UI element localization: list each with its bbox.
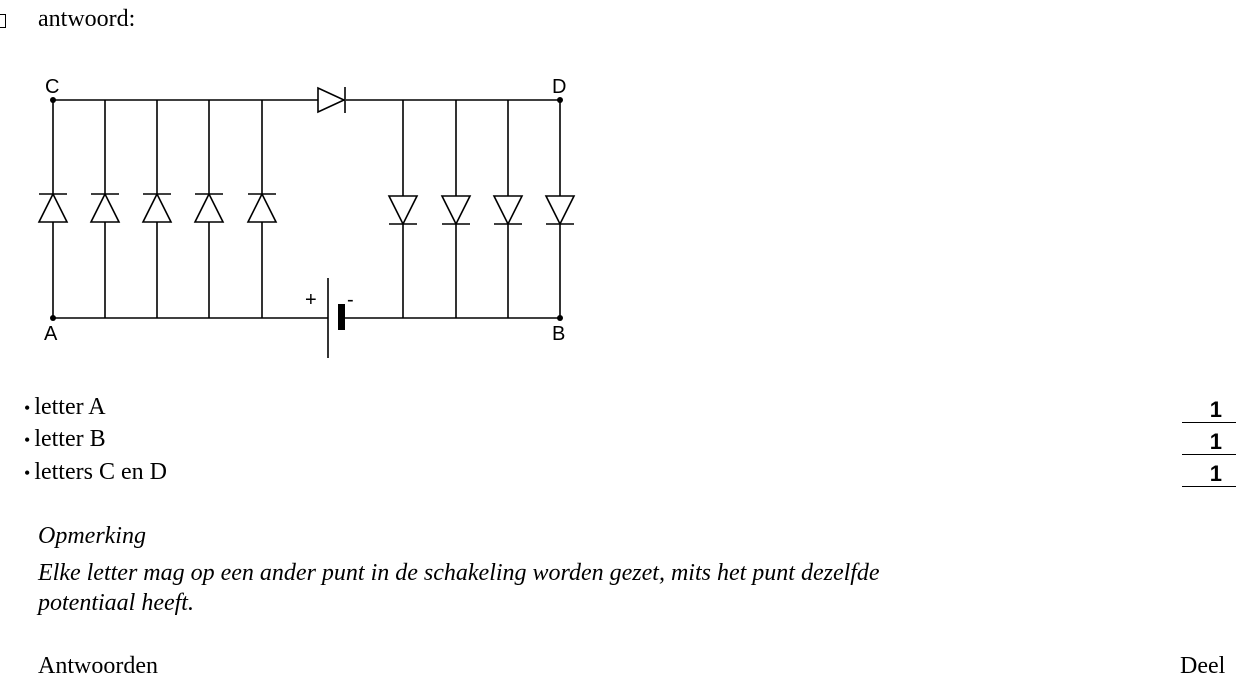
node-a-dot: [50, 315, 56, 321]
node-label-b: B: [552, 323, 565, 345]
diode-right-1-icon: [387, 195, 419, 226]
answer-checkbox[interactable]: [0, 14, 6, 28]
criterion-item: •letters C en D: [24, 459, 167, 485]
criterion-score: 1: [1182, 461, 1236, 487]
footer-left: Antwoorden: [38, 653, 158, 679]
diode-left-3-icon: [141, 192, 173, 223]
series-diode-icon: [317, 86, 346, 114]
diode-right-3-icon: [492, 195, 524, 226]
footer-right: Deel: [1180, 653, 1226, 679]
criterion-item: •letter B: [24, 426, 106, 452]
bullet-icon: •: [24, 463, 31, 483]
battery-icon: [327, 278, 345, 358]
node-d-dot: [557, 97, 563, 103]
diode-left-5-icon: [246, 192, 278, 223]
diode-right-4-icon: [544, 195, 576, 226]
battery-minus-label: -: [347, 289, 354, 311]
diode-left-2-icon: [89, 192, 121, 223]
diode-left-4-icon: [193, 192, 225, 223]
remark-line-1: Elke letter mag op een ander punt in de …: [38, 560, 880, 586]
circuit-diagram: C D A B + -: [37, 76, 576, 358]
diode-left-1-icon: [37, 192, 69, 223]
answer-label: antwoord:: [38, 6, 136, 32]
remark-title: Opmerking: [38, 523, 146, 549]
criterion-score: 1: [1182, 429, 1236, 455]
bullet-icon: •: [24, 398, 31, 418]
node-c-dot: [50, 97, 56, 103]
node-label-d: D: [552, 76, 566, 98]
diode-right-2-icon: [440, 195, 472, 226]
bullet-icon: •: [24, 430, 31, 450]
remark-line-2: potentiaal heeft.: [38, 590, 194, 616]
criterion-item: •letter A: [24, 394, 106, 420]
node-label-a: A: [44, 323, 58, 345]
criterion-score: 1: [1182, 397, 1236, 423]
battery-plus-label: +: [305, 289, 317, 311]
node-b-dot: [557, 315, 563, 321]
node-label-c: C: [45, 76, 59, 98]
